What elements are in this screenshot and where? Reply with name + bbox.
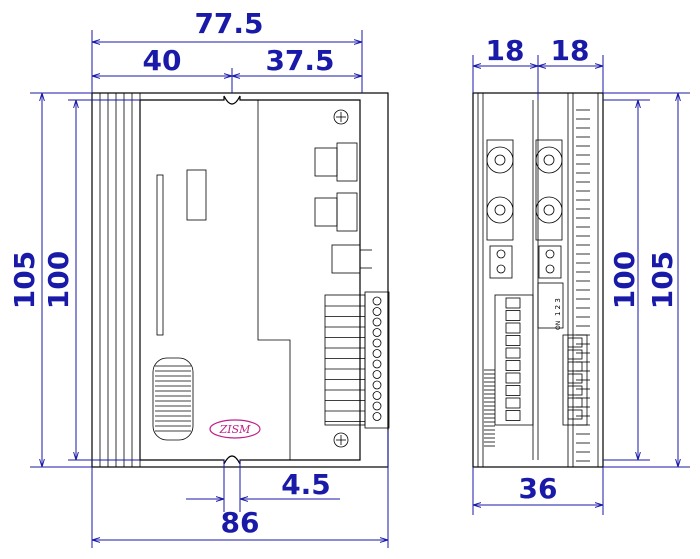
- terminal-cell: [505, 297, 521, 309]
- dim-side-outer-height: 105: [646, 251, 679, 309]
- inductor-coil: [152, 357, 194, 441]
- terminal-cell: [567, 397, 583, 408]
- terminal-cell: [567, 409, 583, 420]
- terminal-cell: [505, 347, 521, 359]
- terminal-screws: [325, 296, 382, 422]
- side-terminal-cells-2: [567, 337, 583, 420]
- label-window: [186, 169, 207, 221]
- terminal-screw-icon: [372, 380, 382, 390]
- terminal-cell: [505, 360, 521, 371]
- coil-windings: [155, 365, 191, 432]
- terminal-screw-icon: [372, 307, 382, 316]
- terminal-cell: [505, 335, 521, 346]
- dip-switch-numbers: 1 2 3: [554, 298, 562, 316]
- dip-switch: [537, 282, 564, 329]
- brand-logo: ZISM: [219, 423, 252, 436]
- rotary-switch-4-icon: [535, 196, 563, 224]
- side-terminal-block: [494, 294, 534, 426]
- rj-port-1: [314, 147, 338, 177]
- front-dimensions: 77.5 40 37.5 105 100 4.5 86: [8, 7, 389, 548]
- heatsink-fins: [99, 93, 141, 467]
- dim-side-right-width: 18: [551, 34, 590, 67]
- front-view: ZISM: [91, 92, 390, 468]
- rj-port-2: [314, 197, 338, 227]
- side-led-2: [538, 245, 562, 279]
- terminal-cell: [567, 373, 583, 384]
- terminal-cell: [505, 410, 521, 421]
- rotary-switch-2-icon: [535, 146, 563, 174]
- dim-side-inner-height: 100: [608, 251, 641, 309]
- terminal-screw-icon: [372, 296, 382, 306]
- rotary-switch-3-icon: [486, 196, 514, 224]
- dim-front-slot-offset: 4.5: [281, 468, 331, 501]
- dip-switch-label: ON: [555, 321, 562, 330]
- terminal-cell: [505, 310, 521, 321]
- dim-front-right-width: 37.5: [265, 44, 334, 77]
- terminal-cell: [505, 397, 521, 409]
- terminal-cell: [567, 385, 583, 396]
- terminal-screw-icon: [372, 370, 382, 379]
- front-step-line: [257, 100, 291, 460]
- terminal-screw-icon: [372, 338, 382, 348]
- side-coil: [484, 369, 495, 447]
- terminal-plug: [364, 291, 390, 429]
- terminal-cell: [505, 385, 521, 396]
- switch-housing-2: [535, 139, 563, 241]
- screw-bottom-icon: [333, 432, 349, 448]
- terminal-screw-icon: [372, 412, 382, 421]
- screw-top-icon: [333, 109, 349, 125]
- side-led-1: [489, 245, 513, 279]
- rotary-switch-1-icon: [486, 146, 514, 174]
- side-view: 1 2 3 ON: [472, 92, 604, 468]
- terminal-screw-icon: [372, 401, 382, 411]
- dim-front-outer-height: 105: [8, 251, 41, 309]
- terminal-cell: [567, 361, 583, 372]
- side-terminal-block-2: [562, 334, 588, 426]
- dim-front-total-width: 77.5: [194, 7, 263, 40]
- terminal-cell: [505, 322, 521, 334]
- dim-front-base-width: 86: [221, 506, 260, 539]
- rj-port-2-housing: [336, 192, 358, 232]
- terminal-screw-icon: [372, 349, 382, 358]
- brand-logo-oval: [209, 419, 261, 439]
- led-indicator: [331, 244, 361, 274]
- side-dimensions: 18 18 100 105 36: [472, 34, 690, 515]
- dim-side-base-width: 36: [519, 472, 558, 505]
- terminal-screw-icon: [372, 359, 382, 369]
- side-terminal-cells: [505, 297, 521, 421]
- terminal-cell: [505, 372, 521, 384]
- dim-front-left-width: 40: [143, 44, 182, 77]
- front-inner-panel: [139, 95, 361, 465]
- dim-front-inner-height: 100: [42, 251, 75, 309]
- terminal-screw-icon: [372, 328, 382, 337]
- terminal-cell: [567, 349, 583, 360]
- terminal-screw-icon: [372, 317, 382, 327]
- terminal-block: [324, 294, 366, 426]
- dim-side-left-width: 18: [486, 34, 525, 67]
- vent-slot: [156, 174, 164, 336]
- rj-port-1-housing: [336, 142, 358, 182]
- terminal-cell: [567, 337, 583, 348]
- switch-housing-1: [486, 139, 514, 241]
- side-fins: [576, 109, 590, 462]
- terminal-screw-icon: [372, 391, 382, 400]
